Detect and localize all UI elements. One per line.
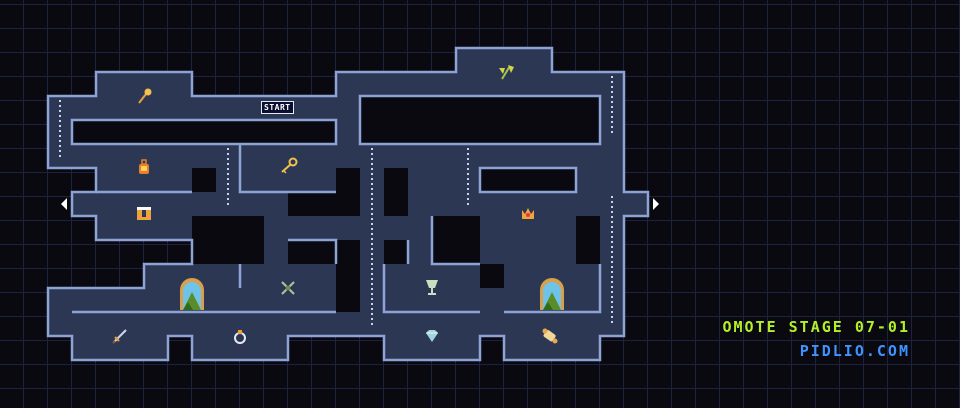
ladders <box>59 76 613 326</box>
wall-outlines <box>46 46 650 362</box>
site-label: PIDLIO.COM <box>799 342 910 360</box>
wall-blocks <box>72 96 600 312</box>
lantern-icon[interactable] <box>139 159 149 174</box>
exit-arrow-left-icon[interactable] <box>61 198 67 210</box>
gem-icon[interactable] <box>426 330 438 342</box>
sword-icon[interactable] <box>112 329 127 344</box>
exit-arrow-right-icon[interactable] <box>653 198 659 210</box>
crossed-swords-icon[interactable] <box>281 281 295 295</box>
scroll-icon[interactable] <box>542 328 558 344</box>
axe-icon[interactable] <box>499 65 514 80</box>
start-marker: START <box>261 101 294 114</box>
crown-icon[interactable] <box>522 208 534 219</box>
rod-icon[interactable] <box>138 88 152 104</box>
boots-icon[interactable] <box>137 207 151 220</box>
arched-door-left[interactable] <box>180 278 204 310</box>
key-icon[interactable] <box>281 157 298 174</box>
goblet-icon[interactable] <box>426 280 438 295</box>
arched-door-right[interactable] <box>540 278 564 310</box>
stage-title: OMOTE STAGE 07-01 <box>722 318 910 336</box>
ring-icon[interactable] <box>234 330 246 344</box>
